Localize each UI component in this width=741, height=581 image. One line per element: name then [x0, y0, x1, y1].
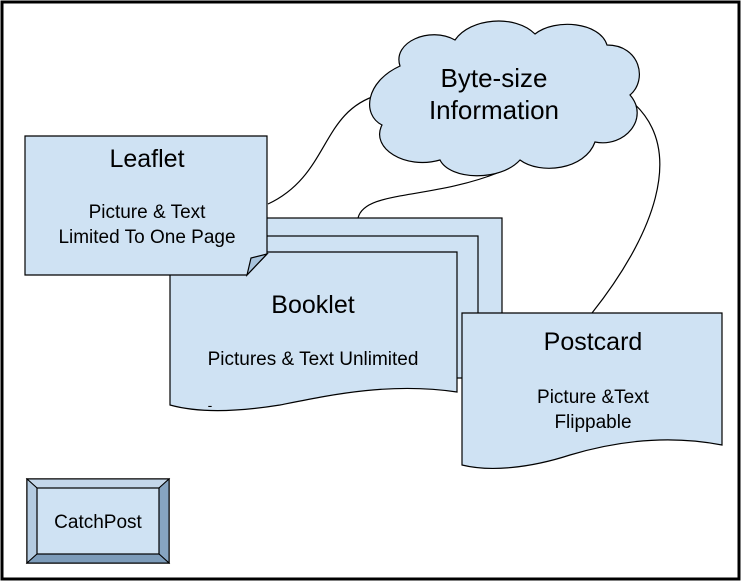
- leaflet-line-2: Limited To One Page: [58, 227, 235, 248]
- cloud-line-2: Information: [429, 95, 559, 125]
- catchpost-bevel-bottom: [25, 553, 171, 564]
- booklet-title: Booklet: [271, 291, 354, 319]
- catchpost-bevel-right: [158, 477, 170, 565]
- connector-booklet-cloud: [357, 171, 501, 219]
- leaflet-fold-corner: [245, 252, 269, 278]
- cloud-shape[interactable]: [369, 20, 640, 177]
- cloud-outline: [369, 20, 640, 177]
- postcard-title: Postcard: [544, 328, 643, 356]
- catchpost-bevel-left: [26, 477, 38, 565]
- postcard-shape[interactable]: [461, 312, 723, 469]
- booklet-page-front: [169, 251, 458, 412]
- catchpost-bevel-top: [25, 478, 171, 489]
- catchpost-button[interactable]: [25, 477, 171, 565]
- connector-cloud-postcard: [591, 99, 661, 314]
- booklet-shape[interactable]: [169, 217, 503, 412]
- catchpost-label: CatchPost: [54, 512, 142, 533]
- leaflet-shape[interactable]: [24, 135, 269, 278]
- connector-leaflet-cloud: [267, 94, 379, 205]
- catchpost-face: [36, 487, 160, 555]
- postcard-line-2: Flippable: [554, 412, 631, 433]
- postcard-line-1: Picture &Text: [537, 387, 650, 408]
- booklet-mark: -: [208, 397, 213, 413]
- booklet-line-1: Pictures & Text Unlimited: [208, 349, 419, 370]
- cloud-line-1: Byte-size: [441, 63, 548, 93]
- leaflet-line-1: Picture & Text: [89, 202, 207, 223]
- leaflet-title: Leaflet: [109, 145, 184, 173]
